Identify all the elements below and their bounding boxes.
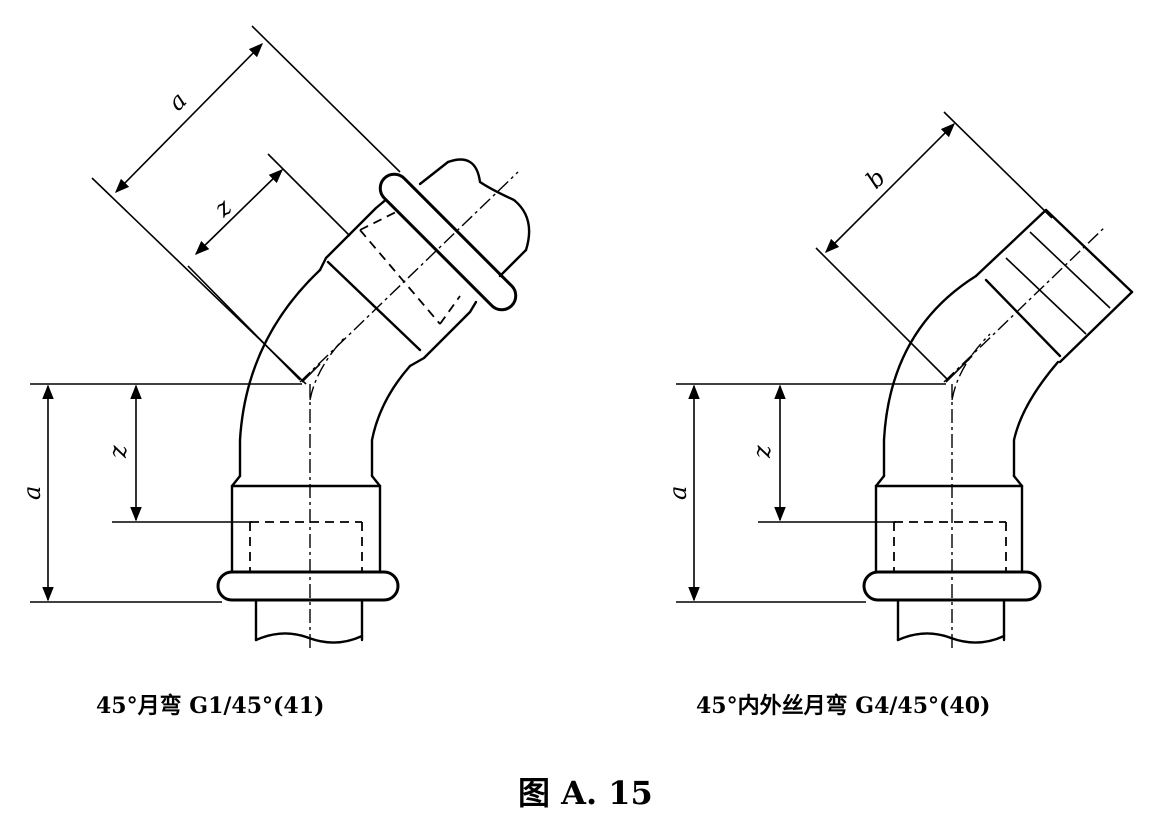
right-dim-label-diag-b: b [860,164,891,195]
left-dim-vert-z: z [104,384,252,523]
right-dim-vert-z: z [748,384,896,523]
right-fitting-drawing: b a z [664,111,1134,650]
right-male-thread-end [974,208,1134,364]
figure-label: 图 A. 15 [518,774,653,812]
right-dim-diag-b: b [815,111,1053,381]
left-elbow-body [238,268,412,478]
left-part-caption: 45°月弯 G1/45°(41) [96,693,325,719]
left-upper-ring [378,172,518,312]
left-bottom-ring [216,570,400,602]
left-bottom-pipe [254,598,364,644]
right-dim-vert-a: a [664,383,946,603]
left-upper-pipe [418,158,531,278]
left-dim-label-diag-a: a [162,86,192,116]
right-centerlines [943,225,1107,650]
right-elbow-body [882,274,1060,478]
left-dim-label-vert-z: z [104,445,132,459]
left-centerlines [299,171,519,650]
right-dim-label-vert-z: z [748,445,776,459]
right-part-caption: 45°内外丝月弯 G4/45°(40) [696,693,991,719]
left-dim-vert-a: a [18,383,302,603]
right-dim-label-vert-a: a [664,486,692,500]
right-bottom-pipe [896,598,1006,644]
left-fitting-drawing: a z a z [18,25,531,650]
left-upper-socket [318,196,478,368]
left-dim-diag-z: z [187,153,351,381]
left-dim-label-vert-a: a [18,486,46,500]
